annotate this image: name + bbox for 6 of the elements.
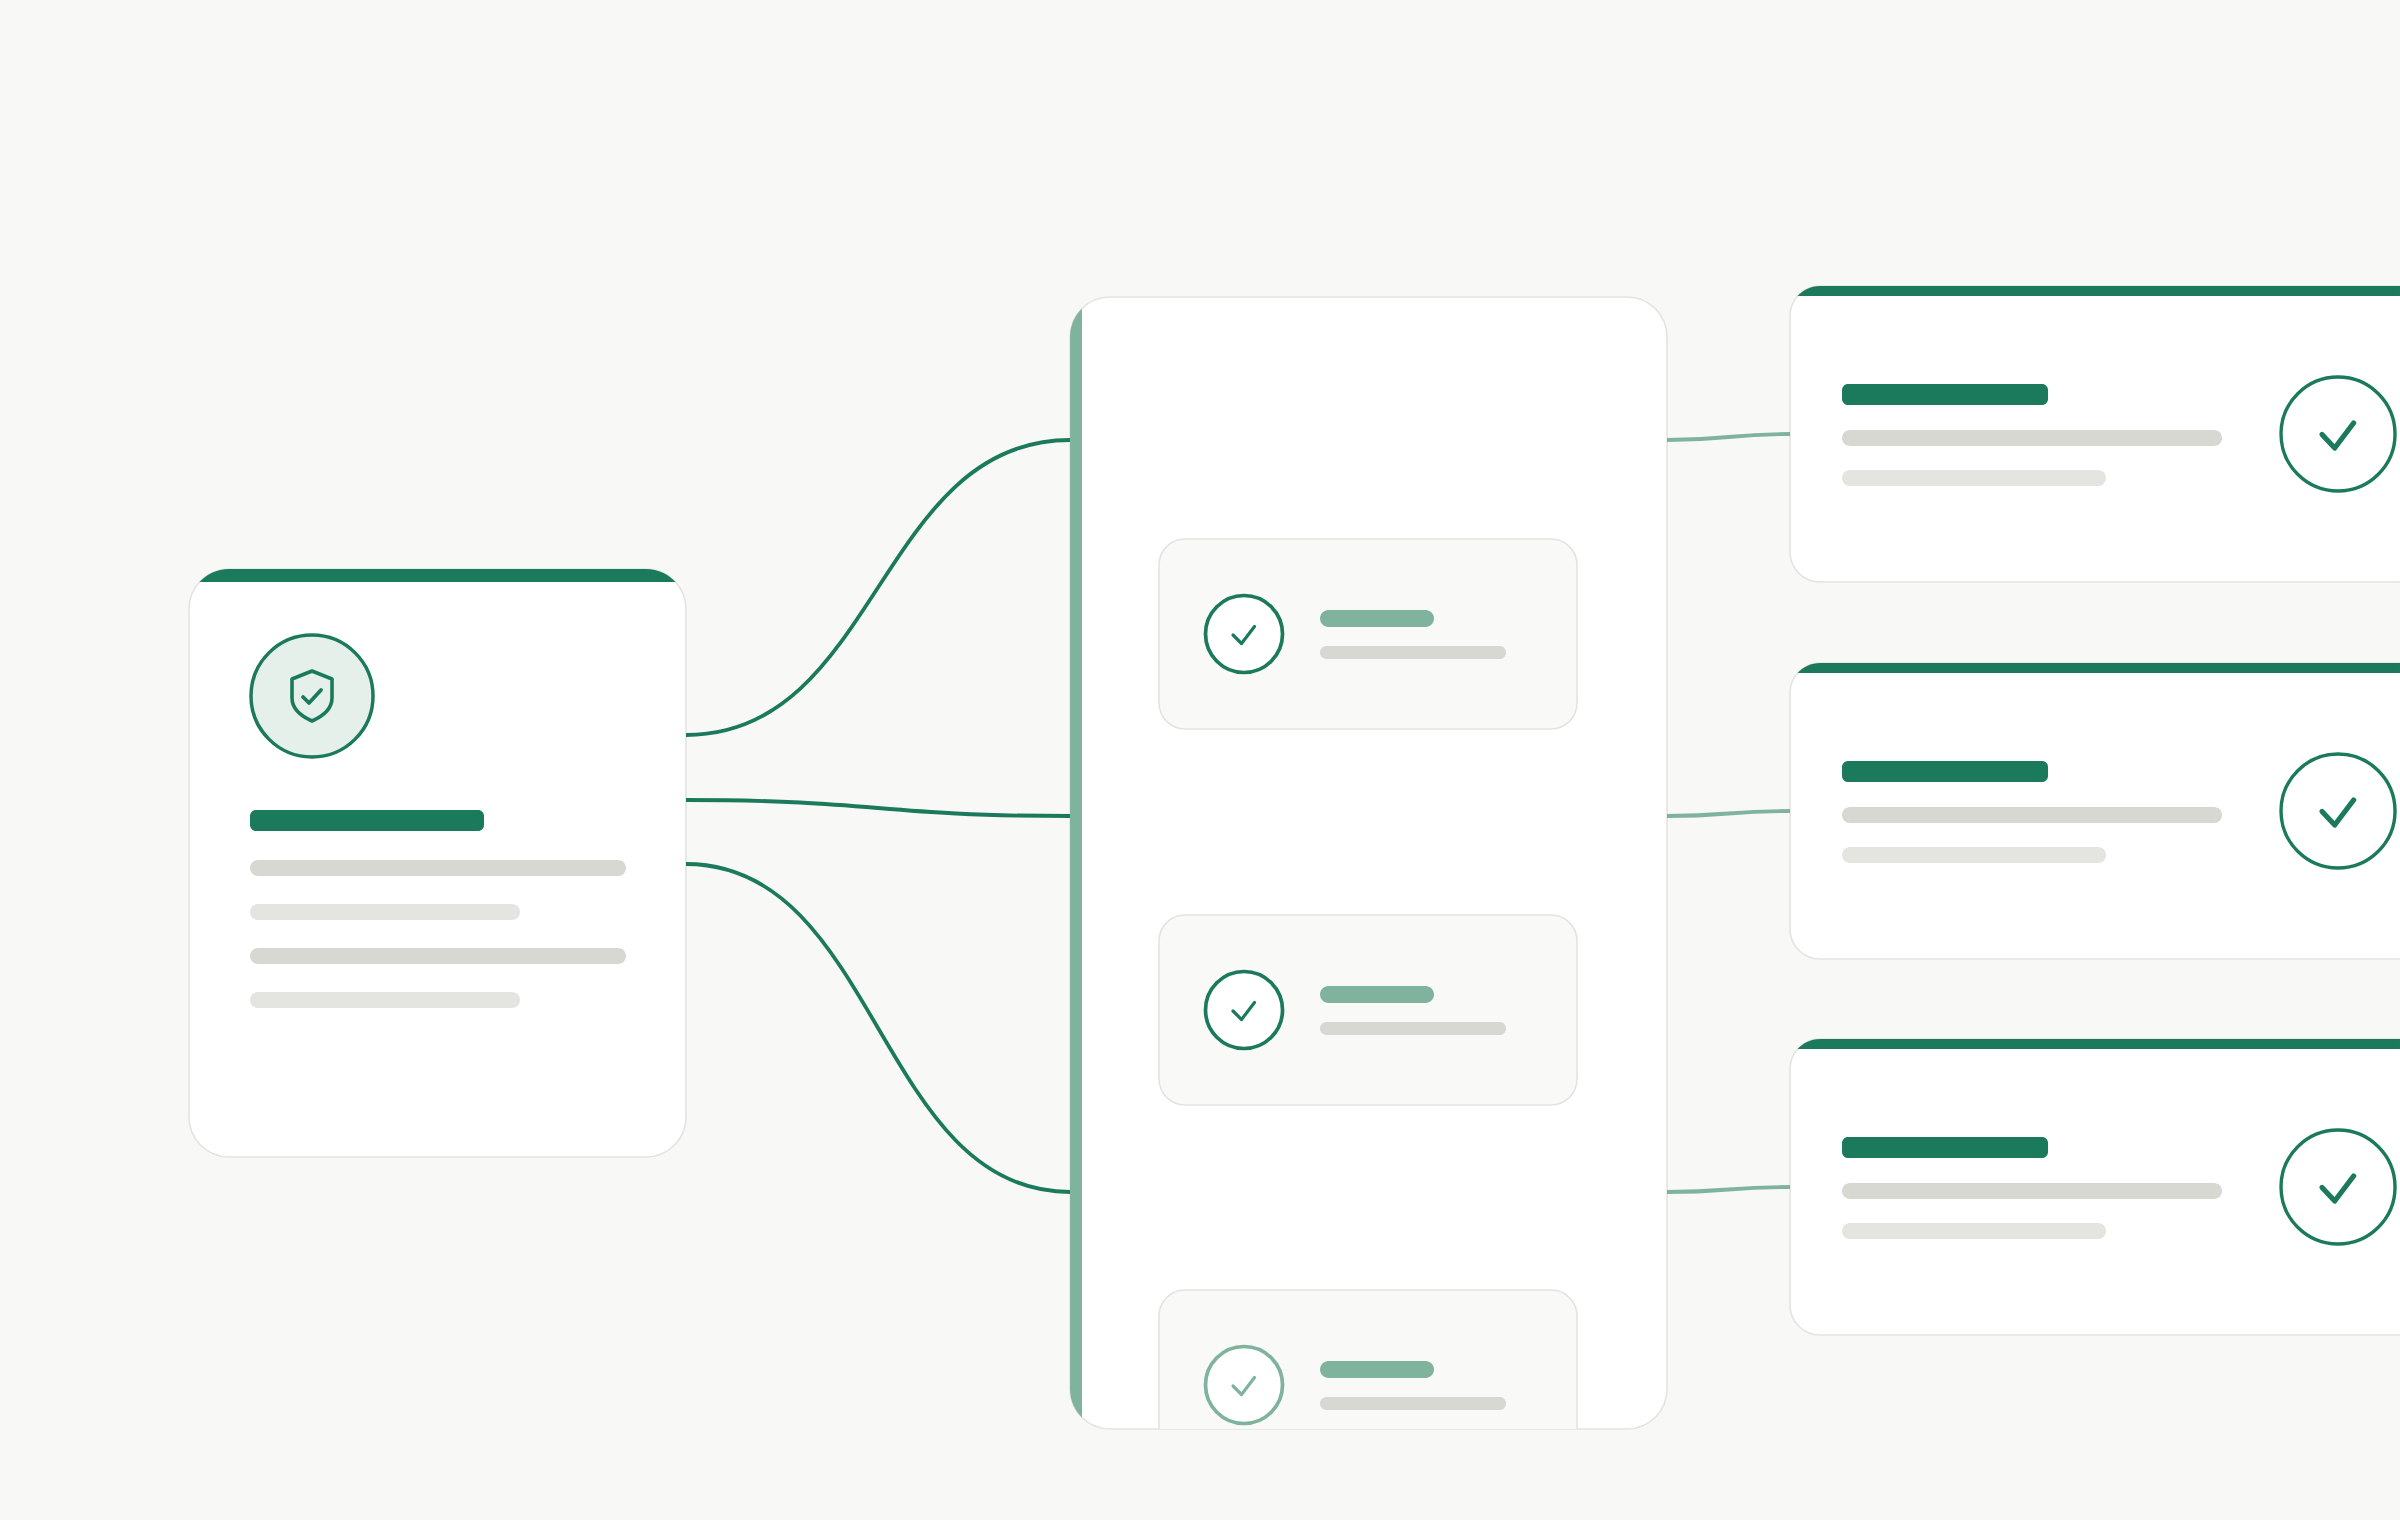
connector-line <box>1667 1185 1791 1194</box>
connector-line <box>685 862 1071 1194</box>
connector-line <box>685 438 1071 737</box>
connector-line <box>686 798 1071 818</box>
connector-line <box>1667 432 1791 442</box>
connector-line <box>1667 809 1791 818</box>
